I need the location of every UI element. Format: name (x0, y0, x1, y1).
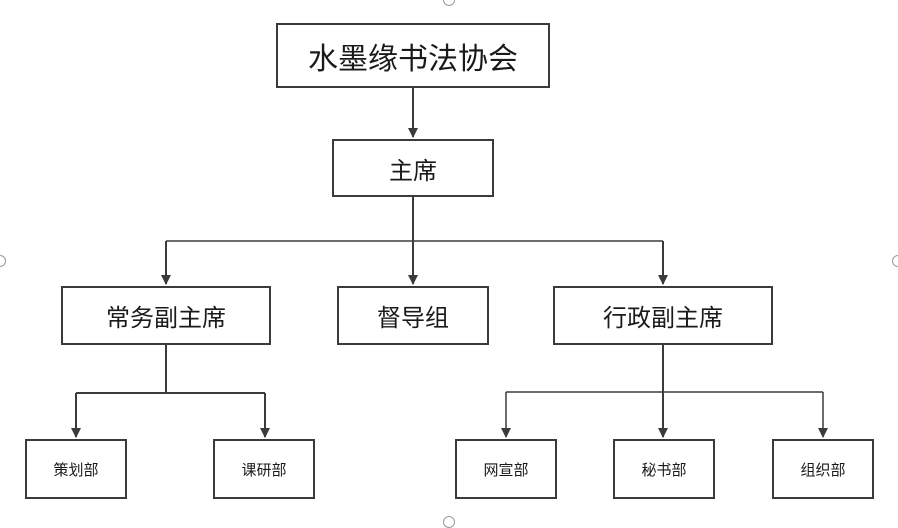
node-executive-vice-chair: 常务副主席 (61, 286, 271, 345)
node-planning-dept: 策划部 (25, 439, 127, 499)
node-planning-dept-label: 策划部 (53, 460, 99, 479)
node-supervision-group-label: 督导组 (377, 304, 449, 332)
node-executive-vice-chair-label: 常务副主席 (106, 304, 226, 332)
node-supervision-group: 督导组 (337, 286, 489, 345)
node-curriculum-research-dept-label: 课研部 (241, 460, 287, 479)
node-root-association: 水墨缘书法协会 (276, 23, 550, 88)
node-curriculum-research-dept: 课研部 (213, 439, 315, 499)
node-secretariat-dept: 秘书部 (613, 439, 715, 499)
node-organization-dept-label: 组织部 (800, 460, 846, 479)
node-secretariat-dept-label: 秘书部 (641, 460, 687, 479)
node-chair: 主席 (332, 139, 494, 197)
node-web-publicity-dept-label: 网宣部 (483, 460, 529, 479)
node-chair-label: 主席 (389, 156, 437, 185)
node-web-publicity-dept: 网宣部 (455, 439, 557, 499)
node-organization-dept: 组织部 (772, 439, 874, 499)
resize-handle-bottom[interactable] (443, 516, 455, 528)
node-administrative-vice-chair-label: 行政副主席 (603, 304, 723, 332)
node-root-label: 水墨缘书法协会 (308, 41, 518, 77)
node-administrative-vice-chair: 行政副主席 (553, 286, 773, 345)
resize-handle-right[interactable] (892, 255, 898, 267)
